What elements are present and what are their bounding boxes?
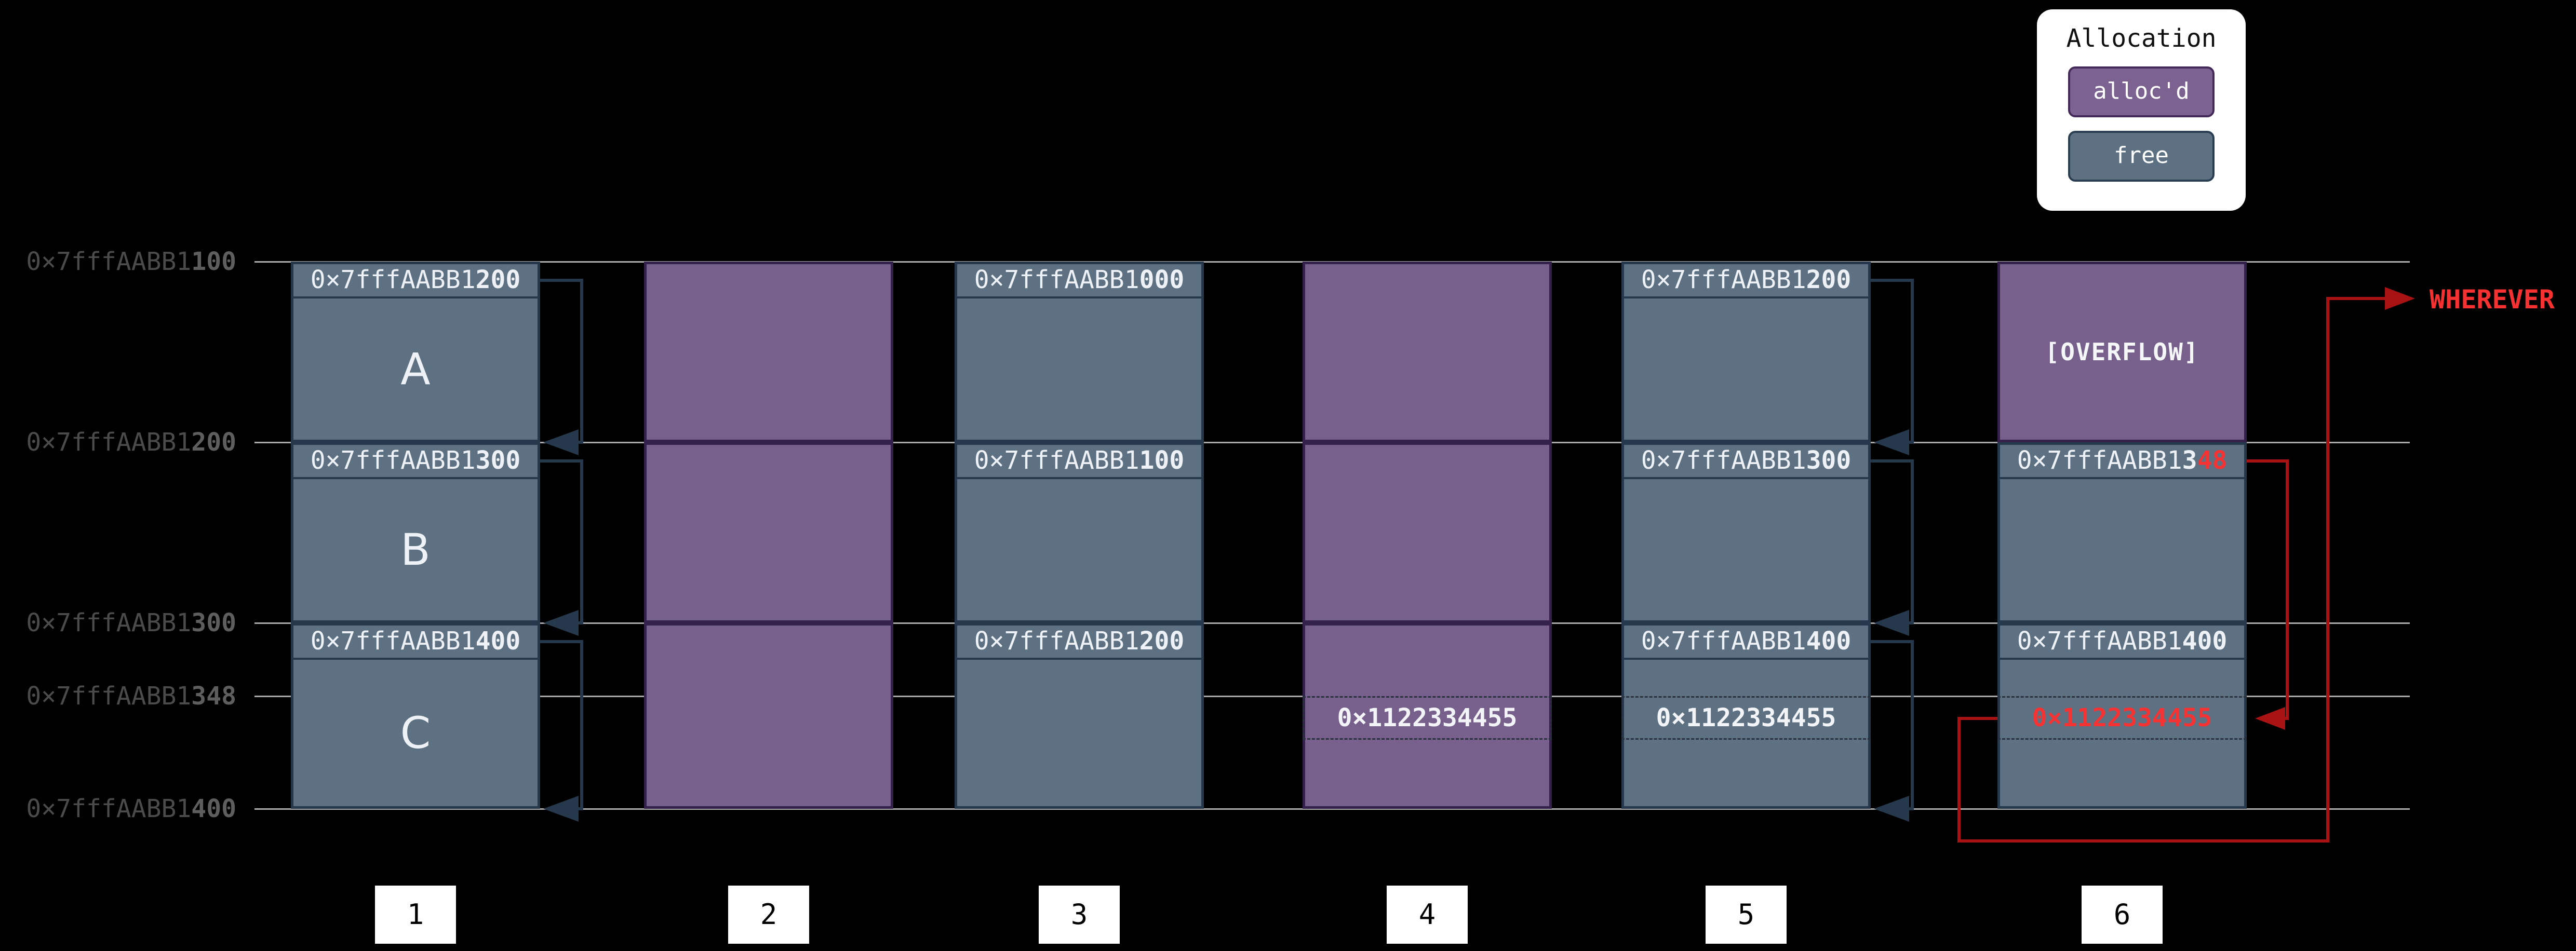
overflow-label: [OVERFLOW] [2045, 338, 2199, 366]
pointer-arrow [1871, 459, 1914, 624]
step-badge-3: 3 [1039, 886, 1120, 944]
block-B-pointer-value: 0×7fffAABB1300 [293, 445, 538, 479]
memory-column-2 [644, 262, 893, 809]
overflow-arrowheads [2255, 287, 2415, 730]
arrowhead-left-icon [1874, 610, 1909, 636]
block-A-pointer-value: 0×7fffAABB1200 [293, 264, 538, 298]
free-block: 0×7fffAABB1400 [1621, 623, 1871, 809]
arrowhead-left-icon [2255, 707, 2285, 730]
written-value-band: 0×1122334455 [1303, 696, 1552, 740]
pointer-arrow [1871, 640, 1914, 810]
corrupted-block: 0×7fffAABB1348 [1997, 442, 2247, 623]
free-block: 0×7fffAABB1300 [1621, 442, 1871, 623]
block-C-pointer-value: 0×7fffAABB1400 [293, 626, 538, 660]
address-label-1100: 0×7fffAABB1100 [26, 247, 236, 276]
step-badge-5: 5 [1706, 886, 1787, 944]
pointer-value: 0×7fffAABB1400 [2000, 626, 2244, 660]
block-C-label: C [400, 708, 431, 758]
memory-column-1: 0×7fffAABB1200 A 0×7fffAABB1300 B 0×7fff… [291, 262, 540, 809]
overflow-block: [OVERFLOW] [1997, 262, 2247, 442]
block-A-label: A [400, 344, 431, 395]
step-badge-6: 6 [2082, 886, 2163, 944]
pointer-arrows-column-5 [1871, 279, 1914, 810]
gridline-1400 [254, 808, 2410, 810]
block-B-label: B [400, 524, 431, 575]
block-A: 0×7fffAABB1200 A [291, 262, 540, 442]
legend-title: Allocation [2066, 24, 2217, 53]
legend-key-allocd: alloc'd [2068, 66, 2215, 117]
pointer-arrow [540, 279, 583, 444]
arrowhead-left-icon [1874, 429, 1909, 455]
wherever-label: WHEREVER [2430, 284, 2555, 315]
allocd-block [644, 262, 893, 442]
arrowhead-left-icon [543, 796, 579, 822]
block-C: 0×7fffAABB1400 C [291, 623, 540, 809]
memory-column-5: 0×7fffAABB1200 0×7fffAABB1300 0×7fffAABB… [1621, 262, 1871, 809]
address-label-1300: 0×7fffAABB1300 [26, 608, 236, 637]
step-badge-1: 1 [375, 886, 456, 944]
pointer-arrowheads-column-5 [1874, 429, 1909, 822]
free-block: 0×7fffAABB1200 [955, 623, 1204, 809]
pointer-value: 0×7fffAABB1000 [957, 264, 1201, 298]
step-badge-4: 4 [1387, 886, 1468, 944]
pointer-arrow [540, 459, 583, 624]
pointer-value: 0×7fffAABB1300 [1624, 445, 1868, 479]
allocd-block [1303, 262, 1552, 442]
pointer-value: 0×7fffAABB1200 [1624, 264, 1868, 298]
stale-value-band: 0×1122334455 [1621, 696, 1871, 740]
pointer-value: 0×7fffAABB1100 [957, 445, 1201, 479]
pointer-value: 0×7fffAABB1200 [957, 626, 1201, 660]
free-block: 0×7fffAABB1200 [1621, 262, 1871, 442]
allocation-legend: Allocation alloc'd free [2037, 9, 2246, 211]
arrowhead-left-icon [543, 429, 579, 455]
hijack-arrow-to-wherever [1957, 297, 2386, 843]
arrowhead-left-icon [543, 610, 579, 636]
free-block: 0×7fffAABB1100 [955, 442, 1204, 623]
memory-column-6: [OVERFLOW] 0×7fffAABB1348 0×7fffAABB1400… [1997, 262, 2247, 809]
allocd-block [644, 623, 893, 809]
address-label-1348: 0×7fffAABB1348 [26, 682, 236, 711]
arrowhead-left-icon [1874, 796, 1909, 822]
block-B: 0×7fffAABB1300 B [291, 442, 540, 623]
free-block: 0×7fffAABB1000 [955, 262, 1204, 442]
memory-column-3: 0×7fffAABB1000 0×7fffAABB1100 0×7fffAABB… [955, 262, 1204, 809]
hijacked-value-band: 0×1122334455 [1997, 696, 2247, 740]
allocd-block [644, 442, 893, 623]
allocd-block [1303, 623, 1552, 809]
corrupted-pointer-value: 0×7fffAABB1348 [2000, 445, 2244, 479]
step-badge-2: 2 [728, 886, 809, 944]
address-label-1200: 0×7fffAABB1200 [26, 428, 236, 457]
pointer-value: 0×7fffAABB1400 [1624, 626, 1868, 660]
legend-key-free: free [2068, 131, 2215, 182]
allocd-block [1303, 442, 1552, 623]
pointer-arrowheads-column-1 [543, 429, 579, 822]
corrupted-pointer-arrow [2247, 459, 2289, 720]
pointer-arrow [540, 640, 583, 810]
overflow-arrows-column-6 [1957, 297, 2386, 843]
address-label-1400: 0×7fffAABB1400 [26, 794, 236, 823]
pointer-arrows-column-1 [540, 279, 583, 810]
memory-column-4: 0×1122334455 [1303, 262, 1552, 809]
arrowhead-right-icon [2385, 287, 2415, 310]
pointer-arrow [1871, 279, 1914, 444]
